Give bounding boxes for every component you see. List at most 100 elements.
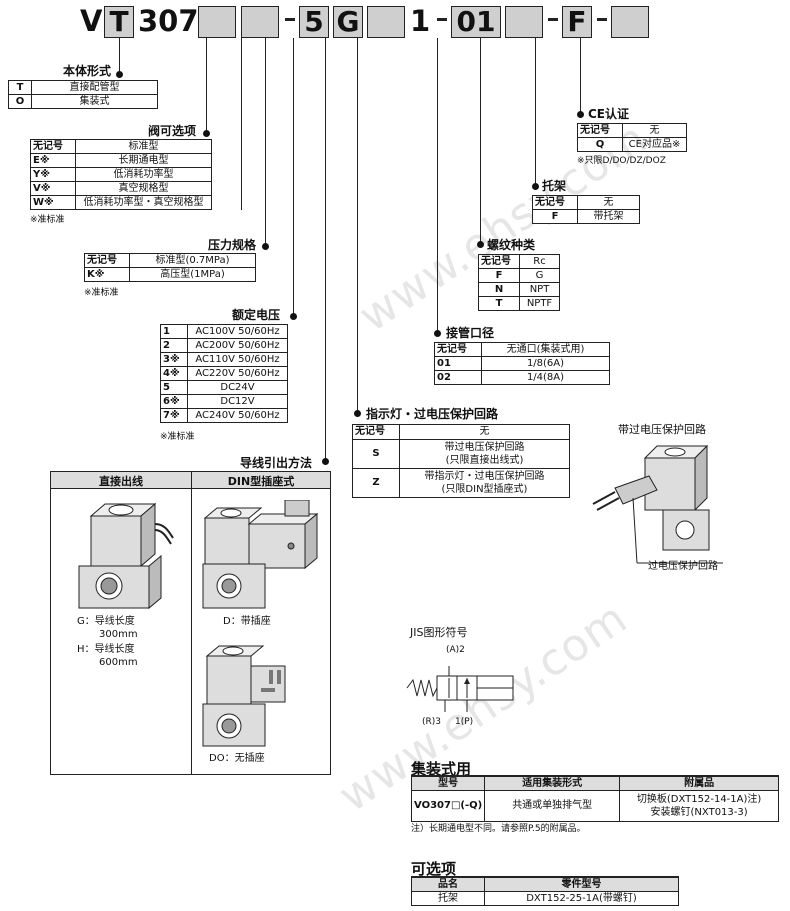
- leader-dot: [434, 330, 441, 337]
- ce-desc: CE对应品※: [622, 137, 687, 152]
- jis-port-a: (A)2: [446, 645, 465, 655]
- indicator-sub: (只限直接出线式): [445, 455, 524, 466]
- manifold-header: 型号: [410, 776, 486, 791]
- port-size-code: 无记号: [434, 342, 482, 357]
- leader-dot: [477, 241, 484, 248]
- ce-note: ※只限D/DO/DZ/DOZ: [577, 156, 666, 166]
- leader-line: [206, 38, 208, 135]
- leader-line: [580, 38, 582, 116]
- manifold-accessory: 安装螺钉(NXT013-3): [650, 807, 748, 818]
- manifold-model: VO307□(-Q): [410, 790, 486, 822]
- body-type-code: O: [8, 94, 32, 109]
- code-dash: [437, 18, 447, 21]
- valve-option-note: ※准标准: [30, 215, 65, 225]
- code-port-box: 01: [451, 6, 501, 38]
- thread-desc: G: [519, 268, 560, 283]
- grommet-g-length: 300mm: [99, 629, 138, 640]
- leader-dot: [354, 410, 361, 417]
- voltage-desc: AC200V 50/60Hz: [187, 338, 288, 353]
- indicator-code: 无记号: [352, 424, 400, 440]
- leader-line: [265, 38, 267, 250]
- bracket-desc: 带托架: [577, 209, 640, 224]
- body-type-title: 本体形式: [63, 64, 112, 78]
- leader-dot: [290, 313, 297, 320]
- surge-caption: 过电压保护回路: [648, 561, 718, 572]
- leader-line: [241, 38, 243, 210]
- leader-line: [480, 38, 482, 245]
- leader-dot: [577, 111, 584, 118]
- port-size-title: 接管口径: [446, 326, 495, 340]
- grommet-valve-image: [78, 502, 174, 610]
- code-dash: [597, 18, 607, 21]
- valve-option-code: W※: [30, 195, 76, 210]
- voltage-code: 2: [160, 338, 188, 353]
- indicator-sub: (只限DIN型插座式): [441, 484, 528, 495]
- leader-dot: [532, 183, 539, 190]
- body-type-desc: 集装式: [31, 94, 158, 109]
- leader-dot: [262, 243, 269, 250]
- manifold-rule: [411, 775, 779, 777]
- lead-wire-divider: [191, 472, 192, 774]
- port-size-desc: 1/4(8A): [481, 370, 610, 385]
- grommet-h-label: H：导线长度: [77, 644, 135, 655]
- ce-code: Q: [577, 137, 623, 152]
- voltage-desc: AC240V 50/60Hz: [187, 408, 288, 423]
- voltage-code: 4※: [160, 366, 188, 381]
- indicator-title: 指示灯・过电压保护回路: [366, 407, 499, 421]
- options-table: 品名 零件型号 托架 DXT152-25-1A(带螺钉): [411, 877, 679, 906]
- ce-code: 无记号: [577, 123, 623, 138]
- leader-dot: [322, 458, 329, 465]
- thread-code: F: [478, 268, 520, 283]
- voltage-desc: AC100V 50/60Hz: [187, 324, 288, 339]
- options-rule: [411, 876, 679, 878]
- valve-option-desc: 标准型: [75, 139, 212, 154]
- pressure-title: 压力规格: [208, 238, 257, 252]
- leader-line: [535, 38, 537, 190]
- din-do-label: DO：无插座: [209, 753, 265, 764]
- options-header: 零件型号: [484, 877, 679, 892]
- voltage-note: ※准标准: [160, 432, 195, 442]
- lead-wire-header: [51, 472, 330, 489]
- indicator-desc: 带过电压保护回路: [444, 442, 525, 453]
- valve-option-code: Y※: [30, 167, 76, 182]
- code-t-box: T: [104, 6, 134, 38]
- ce-desc: 无: [622, 123, 687, 138]
- code-box-pressure: [241, 6, 279, 38]
- indicator-code: Z: [352, 468, 400, 498]
- leader-line: [293, 38, 295, 318]
- pressure-code: 无记号: [84, 253, 130, 268]
- lead-wire-title: 导线引出方法: [240, 456, 313, 470]
- voltage-code: 7※: [160, 408, 188, 423]
- pressure-code: K※: [84, 267, 130, 282]
- code-307: 307: [138, 4, 199, 38]
- manifold-type: 共通或单独排气型: [484, 790, 621, 822]
- thread-desc: NPT: [519, 282, 560, 297]
- din-valve-image: [202, 500, 319, 609]
- port-size-code: 02: [434, 370, 482, 385]
- valve-option-desc: 真空规格型: [75, 181, 212, 196]
- voltage-code: 6※: [160, 394, 188, 409]
- pressure-desc: 高压型(1MPa): [129, 267, 256, 282]
- valve-option-desc: 低消耗功率型・真空规格型: [75, 195, 212, 210]
- port-size-desc: 无通口(集装式用): [481, 342, 610, 357]
- options-item: 托架: [411, 891, 485, 906]
- manifold-note: 注）长期通电型不同。请参照P.5的附属品。: [411, 824, 586, 834]
- voltage-desc: DC24V: [187, 380, 288, 395]
- voltage-code: 5: [160, 380, 188, 395]
- valve-option-desc: 长期通电型: [75, 153, 212, 168]
- voltage-title: 额定电压: [232, 308, 281, 322]
- code-dash: [285, 18, 295, 21]
- voltage-code: 3※: [160, 352, 188, 367]
- thread-desc: Rc: [519, 254, 560, 269]
- surge-valve-image: [592, 444, 723, 564]
- options-header: 品名: [411, 877, 485, 892]
- lead-wire-panel: 直接出线 DIN型插座式 G：导线长度 300mm H：导线长度 600mm D…: [50, 471, 331, 775]
- pressure-desc: 标准型(0.7MPa): [129, 253, 256, 268]
- jis-port-p: 1(P): [455, 717, 474, 727]
- indicator-desc: 带指示灯・过电压保护回路: [424, 471, 545, 482]
